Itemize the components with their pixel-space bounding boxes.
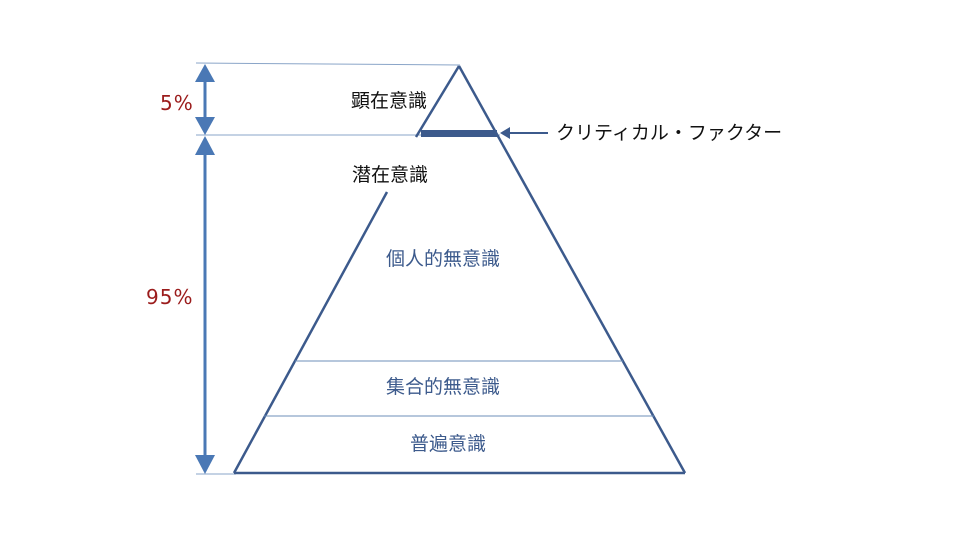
critical-factor-label: クリティカル・ファクター: [556, 122, 783, 144]
percent-5-label: 5%: [160, 91, 194, 115]
critical-factor-bar: [421, 130, 497, 137]
universal-consciousness-label: 普遍意識: [410, 433, 487, 455]
percent-95-label: 95%: [146, 285, 194, 309]
arrow-5-head-up: [195, 64, 215, 82]
critical-factor-pointer-head: [500, 127, 510, 139]
subconscious-label: 潜在意識: [352, 164, 429, 186]
pyramid-left-lower: [232, 191, 389, 474]
arrow-95-head-down: [195, 455, 215, 474]
collective-unconscious-label: 集合的無意識: [386, 376, 501, 398]
arrow-95-head-up: [195, 136, 215, 155]
conscious-label: 顕在意識: [351, 90, 428, 112]
top-guide-line: [195, 62, 461, 66]
personal-unconscious-label: 個人的無意識: [386, 248, 501, 270]
arrow-5-head-down: [195, 117, 215, 135]
pyramid-left-upper: [414, 65, 461, 138]
